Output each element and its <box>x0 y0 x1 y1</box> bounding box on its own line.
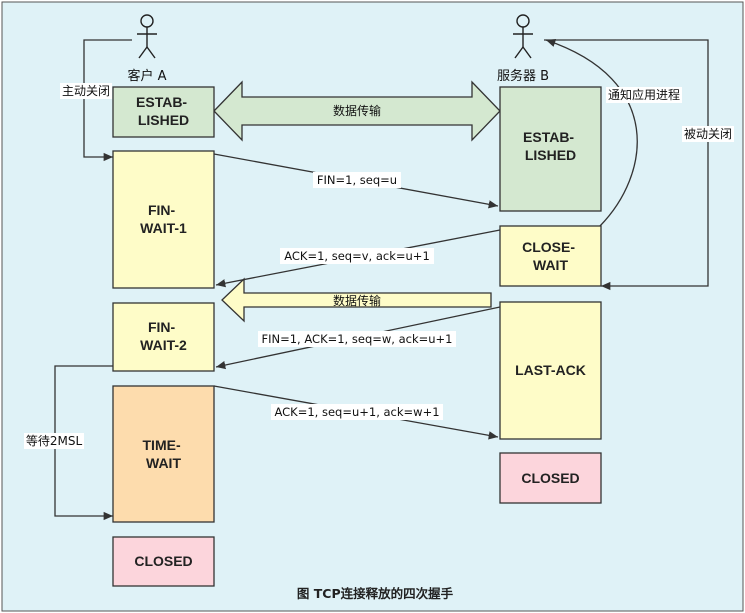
message-label: ACK=1, seq=v, ack=u+1 <box>284 249 430 263</box>
half-close-data-arrow: 数据传输 <box>221 277 492 323</box>
client-actor: 客户 A <box>127 14 167 84</box>
active-close-connector: 主动关闭 <box>60 39 132 162</box>
person-icon <box>137 14 157 59</box>
active-close-label: 主动关闭 <box>62 84 110 98</box>
state-line: WAIT <box>146 455 181 471</box>
state-line: WAIT <box>533 257 568 273</box>
state-label: FIN- WAIT-1 <box>140 202 187 236</box>
state-label: CLOSE- WAIT <box>522 239 579 273</box>
server-actor: 服务器 B <box>497 14 549 84</box>
state-label: TIME- WAIT <box>143 437 185 471</box>
state-line: LISHED <box>525 147 576 163</box>
client-closed-state: CLOSED <box>112 536 215 587</box>
message-label: ACK=1, seq=u+1, ack=w+1 <box>274 405 439 419</box>
server-established-state: ESTAB- LISHED <box>499 86 602 212</box>
notify-app-label: 通知应用进程 <box>608 87 680 102</box>
time-wait-state: TIME- WAIT <box>112 385 215 523</box>
state-line: WAIT-2 <box>140 337 187 353</box>
last-ack-state: LAST-ACK <box>499 301 602 440</box>
state-line: LISHED <box>138 112 189 128</box>
state-line: ESTAB- <box>136 94 187 110</box>
figure-caption: 图 TCP连接释放的四次握手 <box>297 586 454 601</box>
half-close-data-label: 数据传输 <box>333 293 381 308</box>
person-icon <box>513 14 533 59</box>
state-line: CLOSE- <box>522 239 575 255</box>
message-fin-2: FIN=1, ACK=1, seq=w, ack=u+1 <box>215 306 501 370</box>
state-label: ESTAB- LISHED <box>523 129 578 163</box>
message-fin-1: FIN=1, seq=u <box>213 153 499 209</box>
state-line: FIN- <box>148 319 176 335</box>
server-name: 服务器 B <box>497 68 549 84</box>
fin-wait-1-state: FIN- WAIT-1 <box>112 150 215 289</box>
fin-wait-2-state: FIN- WAIT-2 <box>112 302 215 372</box>
passive-close-label: 被动关闭 <box>684 127 732 141</box>
state-line: ESTAB- <box>523 129 574 145</box>
state-line: TIME- <box>143 437 181 453</box>
state-label: ESTAB- LISHED <box>136 94 191 128</box>
state-line: WAIT-1 <box>140 220 187 236</box>
wait-2msl-label: 等待2MSL <box>26 434 83 448</box>
passive-close-connector: 被动关闭 <box>544 39 734 291</box>
message-ack-2: ACK=1, seq=u+1, ack=w+1 <box>213 385 499 440</box>
client-name: 客户 A <box>127 68 166 84</box>
state-line: FIN- <box>148 202 176 218</box>
notify-app-connector: 通知应用进程 <box>545 39 682 227</box>
state-label: FIN- WAIT-2 <box>140 319 187 353</box>
wait-2msl-connector: 等待2MSL <box>24 365 113 521</box>
message-label: FIN=1, seq=u <box>317 173 397 187</box>
close-wait-state: CLOSE- WAIT <box>499 225 602 287</box>
state-label: LAST-ACK <box>515 362 586 378</box>
state-label: CLOSED <box>521 470 579 486</box>
client-established-state: ESTAB- LISHED <box>112 86 215 138</box>
state-label: CLOSED <box>134 553 192 569</box>
message-ack-1: ACK=1, seq=v, ack=u+1 <box>215 229 501 288</box>
server-closed-state: CLOSED <box>499 452 602 504</box>
message-label: FIN=1, ACK=1, seq=w, ack=u+1 <box>262 332 453 346</box>
data-transfer-label: 数据传输 <box>333 103 381 118</box>
